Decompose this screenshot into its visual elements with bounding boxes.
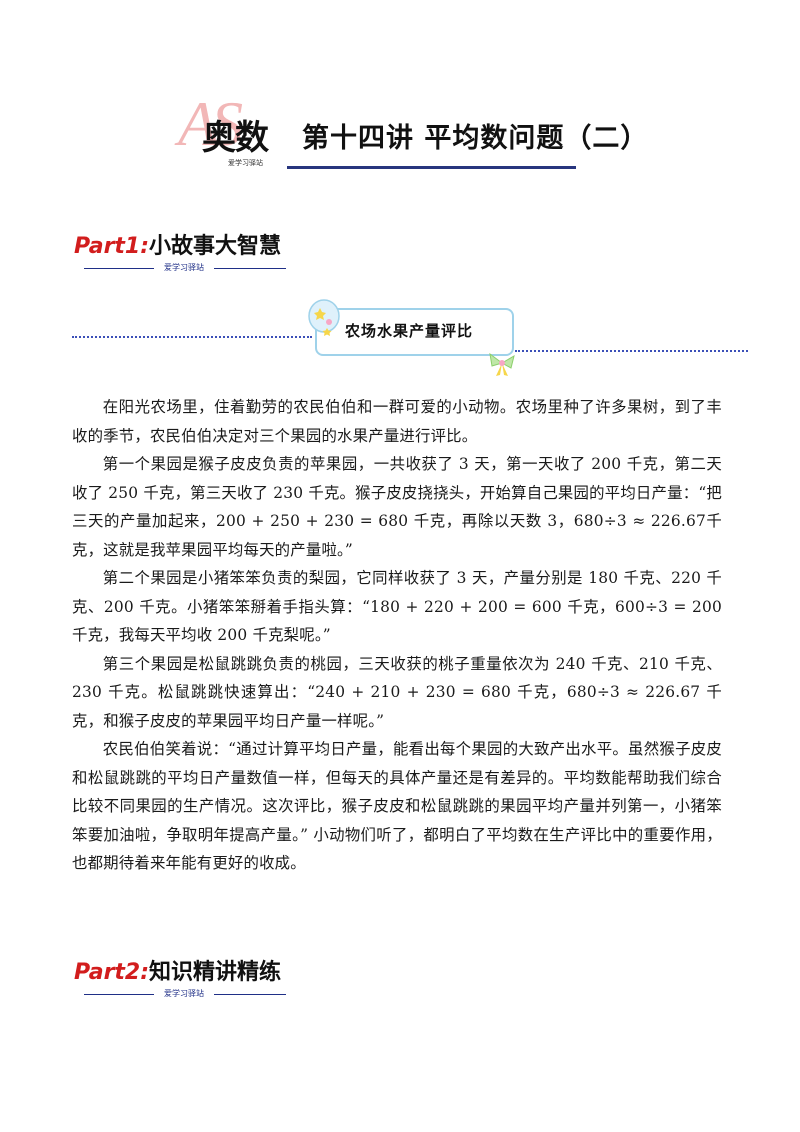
part2-label: Part2:	[74, 960, 150, 985]
text-line: 和猴子皮皮的苹果园平均日产量一样呢。”	[103, 711, 385, 730]
story-text: 在阳光农场里，住着勤劳的农民伯伯和一群可爱的小动物。农场里种了许多果树，到了丰收…	[72, 393, 722, 878]
story-paragraph: 农民伯伯笑着说：“通过计算平均日产量，能看出每个果园的大致产出水平。虽然猴子皮皮…	[72, 735, 722, 878]
bubble-decoration-icon	[308, 299, 340, 336]
text-line: 克、200 千克。小猪笨笨掰着手指头算：“180 + 220 + 200 = 6…	[72, 597, 722, 645]
text-line: 230 千克。松鼠跳跳快速算出：“240 + 210 + 230 = 680 千…	[72, 683, 722, 730]
story-paragraph: 第二个果园是小猪笨笨负责的梨园，它同样收获了 3 天，产量分别是 180 千克、…	[72, 564, 722, 650]
part1-title: 小故事大智慧	[149, 234, 282, 259]
text-line: 皮和松鼠跳跳的平均日产量数值一样，但每天的具体产量还是有差异的。平均数能帮助我们	[72, 740, 722, 787]
brand-logo: AS 奥数 爱学习驿站	[178, 92, 288, 172]
text-line: 在阳光农场里，住着勤劳的农民伯伯和一群可爱的小动物。农场里种了许多果树，到了丰	[102, 398, 722, 416]
story-title: 农场水果产量评比	[345, 322, 474, 340]
part1-heading: Part1:小故事大智慧 爱学习驿站	[74, 234, 314, 274]
text-line: 千克，这就是我苹果园平均每天的产量啦。”	[72, 512, 723, 559]
text-line: 第三个果园是松鼠跳跳负责的桃园，三天收获的桃子重量依次为 240 千克、210 …	[102, 654, 722, 673]
part1-subtitle: 爱学习驿站	[164, 263, 204, 272]
part2-subtitle: 爱学习驿站	[164, 989, 204, 998]
part1-label: Part1:	[74, 234, 150, 259]
story-paragraph: 第三个果园是松鼠跳跳负责的桃园，三天收获的桃子重量依次为 240 千克、210 …	[72, 650, 722, 736]
story-paragraph: 在阳光农场里，住着勤劳的农民伯伯和一群可爱的小动物。农场里种了许多果树，到了丰收…	[72, 393, 722, 450]
text-line: 收了 250 千克，第三天收了 230 千克。猴子皮皮挠挠头，开始算自己果园的平…	[72, 483, 699, 502]
text-line: 综合比较不同果园的生产情况。这次评比，猴子皮皮和松鼠跳跳的果园平均产量并列第一，	[72, 768, 722, 816]
text-line: 收的季节，农民伯伯决定对三个果园的水果产量进行评比。	[72, 426, 478, 445]
text-line: 重要作用，也都期待着来年能有更好的收成。	[72, 825, 722, 873]
part2-subtitle-row: 爱学习驿站	[74, 988, 286, 1000]
text-line: 克，我每天平均收 200 千克梨呢。”	[87, 626, 331, 644]
dotted-divider-left	[72, 336, 312, 338]
logo-subtitle: 爱学习驿站	[228, 159, 263, 167]
bow-decoration-icon	[489, 352, 515, 376]
text-line: 第二个果园是小猪笨笨负责的梨园，它同样收获了 3 天，产量分别是 180 千克、…	[102, 569, 722, 587]
divider	[214, 994, 286, 995]
divider	[214, 268, 286, 269]
text-line: 农民伯伯笑着说：“通过计算平均日产量，能看出每个果园的大致产出水平。虽然猴子皮	[102, 740, 707, 758]
part1-subtitle-row: 爱学习驿站	[74, 262, 286, 274]
dotted-divider-right	[515, 350, 748, 352]
part2-heading: Part2:知识精讲精练 爱学习驿站	[74, 960, 314, 1000]
part1-title-row: Part1:小故事大智慧	[74, 234, 281, 260]
text-line: “把三天的产量加起来，200 + 250 + 230 = 680 千克，再除以天…	[72, 483, 722, 531]
banner-frame	[315, 308, 514, 356]
lecture-title: 第十四讲 平均数问题（二）	[302, 123, 649, 154]
logo-letters: AS	[178, 88, 243, 159]
part2-title-row: Part2:知识精讲精练	[74, 960, 281, 986]
part2-title: 知识精讲精练	[149, 960, 282, 985]
divider	[84, 268, 154, 269]
story-banner: 农场水果产量评比	[305, 298, 525, 380]
logo-text: 奥数	[202, 118, 269, 158]
text-line: 小猪笨笨要加油啦，争取明年提高产量。” 小动物们听了，都明白了平均数在生产评比中…	[72, 797, 722, 844]
story-paragraph: 第一个果园是猴子皮皮负责的苹果园，一共收获了 3 天，第一天收了 200 千克，…	[72, 450, 722, 564]
text-line: 第一个果园是猴子皮皮负责的苹果园，一共收获了 3 天，第一天收了 200 千克，…	[102, 455, 722, 473]
title-underline	[287, 166, 576, 169]
divider	[84, 994, 154, 995]
